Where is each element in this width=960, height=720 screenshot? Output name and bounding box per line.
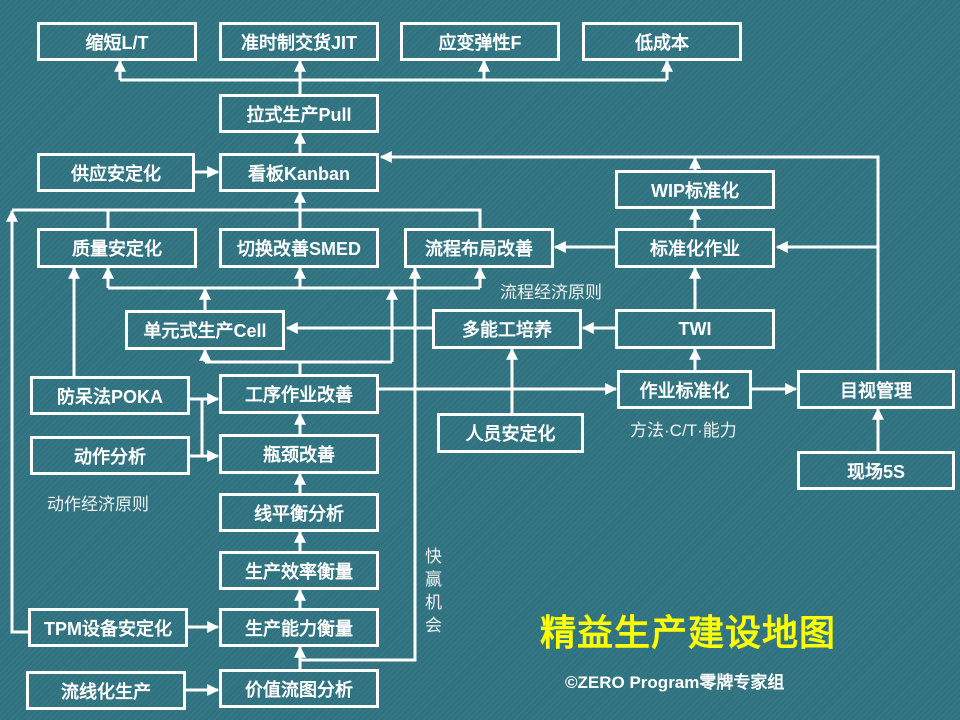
box-flowline: 流线化生产 xyxy=(26,671,186,710)
note-method: 方法·C/T·能力 xyxy=(630,421,737,440)
box-staff: 人员安定化 xyxy=(437,413,584,453)
box-visual: 目视管理 xyxy=(797,370,955,409)
box-process: 工序作业改善 xyxy=(219,374,379,414)
box-low-cost: 低成本 xyxy=(582,22,742,61)
process-split xyxy=(205,360,392,374)
arrow-quickwin-layout xyxy=(300,266,421,662)
box-supply: 供应安定化 xyxy=(37,153,195,192)
box-motion: 动作分析 xyxy=(30,436,190,475)
note-motion-principle: 动作经济原则 xyxy=(47,495,149,514)
box-pull: 拉式生产Pull xyxy=(219,94,379,133)
arrow-visual-kanban xyxy=(379,151,880,370)
box-capacity: 生产能力衡量 xyxy=(219,608,379,647)
box-poka: 防呆法POKA xyxy=(30,376,190,415)
arrow-tpm-bus xyxy=(5,209,28,634)
note-flow-principle: 流程经济原则 xyxy=(500,283,602,302)
box-5s: 现场5S xyxy=(797,451,955,490)
box-layout: 流程布局改善 xyxy=(404,228,554,268)
copyright: ©ZERO Program零牌专家组 xyxy=(565,673,785,692)
box-vsm: 价值流图分析 xyxy=(219,669,379,708)
box-efficiency: 生产效率衡量 xyxy=(219,551,379,590)
bus-210 xyxy=(12,208,482,228)
box-jit: 准时制交货JIT xyxy=(219,22,379,61)
box-flexibility: 应变弹性F xyxy=(400,22,560,61)
box-kanban: 看板Kanban xyxy=(219,153,379,192)
note-quick-win: 快赢机会 xyxy=(425,547,442,635)
box-quality: 质量安定化 xyxy=(37,228,197,268)
box-wip: WIP标准化 xyxy=(615,170,775,209)
box-stdwork: 标准化作业 xyxy=(615,228,775,268)
box-lead-time: 缩短L/T xyxy=(37,22,197,61)
box-tpm: TPM设备安定化 xyxy=(28,608,188,647)
box-twi: TWI xyxy=(615,309,775,349)
box-cell: 单元式生产Cell xyxy=(125,310,285,350)
box-op-standard: 作业标准化 xyxy=(617,370,752,409)
page-title: 精益生产建设地图 xyxy=(540,612,837,653)
box-bottleneck: 瓶颈改善 xyxy=(219,434,379,474)
box-smed: 切换改善SMED xyxy=(219,228,379,268)
box-multiskill: 多能工培养 xyxy=(432,309,582,349)
box-line-balance: 线平衡分析 xyxy=(219,493,379,532)
